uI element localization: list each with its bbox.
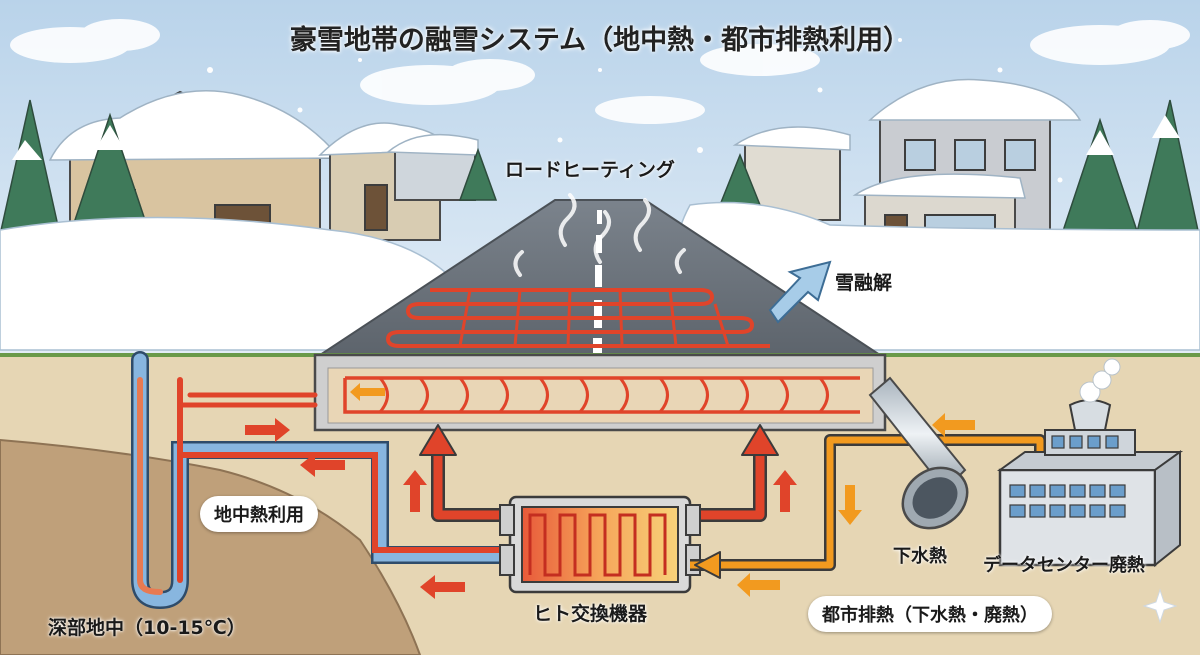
page-title: 豪雪地帯の融雪システム（地中熱・都市排熱利用） bbox=[289, 25, 911, 56]
sparkle-icon bbox=[1142, 588, 1178, 624]
sewage-pipe bbox=[868, 376, 969, 530]
geothermal-use-label: 地中熱利用 bbox=[200, 496, 318, 532]
road-heating-coils bbox=[385, 288, 770, 348]
data-center bbox=[996, 358, 1184, 568]
geothermal-loop bbox=[131, 351, 519, 610]
clouds bbox=[10, 19, 1190, 124]
datacenter-heat-label: データセンター廃熱 bbox=[983, 555, 1145, 576]
snow-melt-arrow bbox=[768, 260, 832, 324]
urban-heat-pipe bbox=[690, 434, 1046, 579]
riser-pipes bbox=[419, 424, 779, 522]
deep-underground-label: 深部地中（10-15℃） bbox=[48, 617, 246, 639]
deep-soil bbox=[0, 438, 422, 655]
urban-waste-heat-label: 都市排熱（下水熱・廃熱） bbox=[808, 596, 1052, 632]
heat-exchanger-label: ヒト交換機器 bbox=[533, 603, 648, 625]
flow-arrows bbox=[245, 383, 797, 599]
slab-coils bbox=[343, 376, 860, 414]
orange-flow-arrows bbox=[737, 413, 975, 597]
road-heating-label: ロードヒーティング bbox=[505, 159, 675, 181]
heat-exchanger bbox=[499, 495, 701, 594]
steam bbox=[513, 193, 686, 277]
sewage-heat-label: 下水熱 bbox=[893, 546, 947, 567]
snow-melt-label: 雪融解 bbox=[835, 272, 893, 294]
